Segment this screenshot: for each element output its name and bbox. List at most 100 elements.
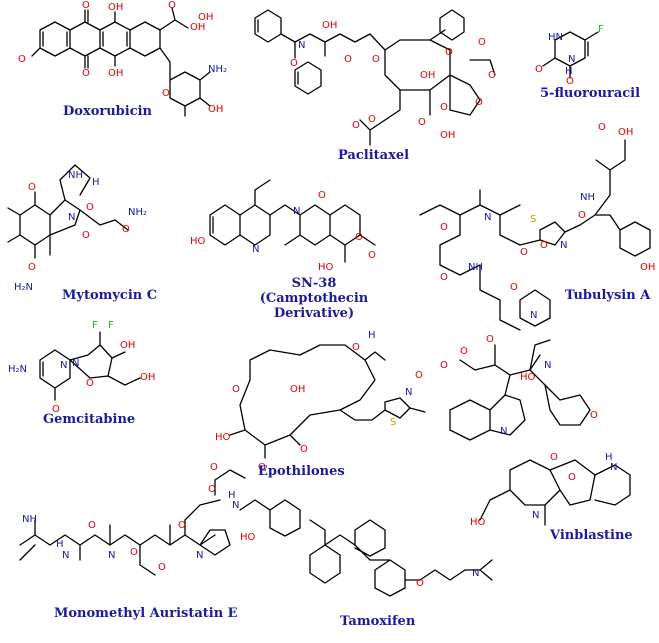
svg-text:H: H bbox=[368, 330, 376, 341]
svg-text:HN: HN bbox=[548, 32, 563, 43]
svg-text:O: O bbox=[158, 562, 166, 573]
svg-text:N: N bbox=[610, 462, 617, 473]
label-tubulysin-a: Tubulysin A bbox=[565, 288, 651, 303]
svg-text:H: H bbox=[56, 539, 64, 550]
svg-text:O: O bbox=[88, 520, 96, 531]
svg-text:O: O bbox=[440, 222, 448, 233]
label-doxorubicin: Doxorubicin bbox=[63, 104, 153, 119]
svg-text:O: O bbox=[440, 102, 448, 113]
svg-text:H: H bbox=[92, 177, 100, 188]
vinblastine-structure: OO OO HON NO OO NH NHO bbox=[415, 334, 631, 528]
svg-text:N: N bbox=[196, 550, 203, 561]
svg-text:N: N bbox=[68, 212, 75, 223]
svg-text:O: O bbox=[478, 37, 486, 48]
svg-text:H₂N: H₂N bbox=[8, 364, 27, 375]
svg-text:O: O bbox=[130, 547, 138, 558]
svg-text:O: O bbox=[208, 484, 216, 495]
svg-text:O: O bbox=[445, 47, 453, 58]
svg-text:N: N bbox=[60, 360, 67, 371]
svg-text:NH: NH bbox=[580, 192, 595, 203]
svg-text:O: O bbox=[372, 54, 380, 65]
svg-text:O: O bbox=[258, 462, 266, 473]
svg-text:OH: OH bbox=[120, 340, 135, 351]
svg-text:OH: OH bbox=[440, 130, 455, 141]
svg-text:O: O bbox=[368, 250, 376, 261]
svg-text:NH₂: NH₂ bbox=[128, 207, 147, 218]
svg-text:O: O bbox=[168, 0, 176, 11]
svg-text:O: O bbox=[568, 472, 576, 483]
svg-text:N: N bbox=[532, 510, 539, 521]
tubulysin-structure: SN ONH OHO OHN OO ONH OO N bbox=[419, 122, 655, 331]
svg-text:OH: OH bbox=[198, 12, 213, 23]
svg-text:O: O bbox=[598, 122, 606, 133]
label-mmae: Monomethyl Auristatin E bbox=[54, 606, 238, 621]
svg-text:O: O bbox=[535, 64, 543, 75]
svg-text:N: N bbox=[500, 426, 507, 437]
svg-text:O: O bbox=[368, 114, 376, 125]
svg-text:N: N bbox=[530, 310, 537, 321]
svg-text:N: N bbox=[544, 360, 551, 371]
svg-text:O: O bbox=[520, 247, 528, 258]
svg-text:O: O bbox=[82, 0, 90, 11]
svg-text:OH: OH bbox=[420, 70, 435, 81]
svg-text:HO: HO bbox=[215, 432, 231, 443]
svg-text:O: O bbox=[18, 54, 26, 65]
svg-text:O: O bbox=[122, 224, 130, 235]
sn38-structure: HON NO OO HO bbox=[190, 179, 376, 273]
svg-text:OH: OH bbox=[140, 372, 155, 383]
svg-text:HO: HO bbox=[190, 236, 206, 247]
label-paclitaxel: Paclitaxel bbox=[338, 148, 410, 163]
svg-text:OH: OH bbox=[208, 104, 223, 115]
svg-text:OH: OH bbox=[290, 384, 305, 395]
svg-text:H₂N: H₂N bbox=[14, 282, 33, 293]
svg-text:O: O bbox=[460, 346, 468, 357]
svg-text:N: N bbox=[108, 550, 115, 561]
svg-text:OH: OH bbox=[108, 2, 123, 13]
svg-text:N: N bbox=[62, 550, 69, 561]
svg-text:F: F bbox=[108, 320, 114, 331]
svg-text:OH: OH bbox=[108, 68, 123, 79]
svg-text:H: H bbox=[605, 452, 613, 463]
svg-text:F: F bbox=[598, 24, 604, 35]
svg-text:O: O bbox=[300, 444, 308, 455]
svg-text:N: N bbox=[293, 206, 300, 217]
svg-text:N: N bbox=[232, 500, 239, 511]
svg-text:NH: NH bbox=[468, 262, 483, 273]
svg-text:N: N bbox=[72, 358, 79, 369]
svg-text:HO: HO bbox=[318, 262, 334, 273]
svg-text:O: O bbox=[352, 342, 360, 353]
svg-text:HO: HO bbox=[470, 517, 486, 528]
svg-text:O: O bbox=[578, 210, 586, 221]
svg-text:O: O bbox=[566, 76, 574, 87]
svg-text:O: O bbox=[540, 240, 548, 251]
svg-text:O: O bbox=[475, 97, 483, 108]
tamoxifen-structure: ON bbox=[309, 519, 493, 597]
svg-text:F: F bbox=[92, 320, 98, 331]
svg-text:S: S bbox=[390, 417, 396, 428]
svg-text:O: O bbox=[352, 120, 360, 131]
svg-text:NH: NH bbox=[68, 170, 83, 181]
svg-text:O: O bbox=[344, 54, 352, 65]
svg-text:O: O bbox=[318, 190, 326, 201]
svg-text:O: O bbox=[510, 282, 518, 293]
svg-text:O: O bbox=[440, 272, 448, 283]
svg-text:OH: OH bbox=[190, 22, 205, 33]
label-mytomycin-c: Mytomycin C bbox=[62, 288, 158, 303]
svg-text:O: O bbox=[210, 462, 218, 473]
svg-text:O: O bbox=[162, 88, 170, 99]
svg-text:NH₂: NH₂ bbox=[208, 64, 227, 75]
svg-text:O: O bbox=[550, 452, 558, 463]
label-vinblastine: Vinblastine bbox=[550, 528, 633, 543]
svg-text:S: S bbox=[530, 214, 536, 225]
svg-text:O: O bbox=[416, 578, 424, 589]
svg-text:O: O bbox=[82, 68, 90, 79]
svg-text:N: N bbox=[298, 40, 305, 51]
label-epothilones: Epothilones bbox=[258, 464, 345, 479]
label-tamoxifen: Tamoxifen bbox=[340, 614, 416, 629]
svg-text:O: O bbox=[415, 370, 423, 381]
svg-text:N: N bbox=[484, 212, 491, 223]
